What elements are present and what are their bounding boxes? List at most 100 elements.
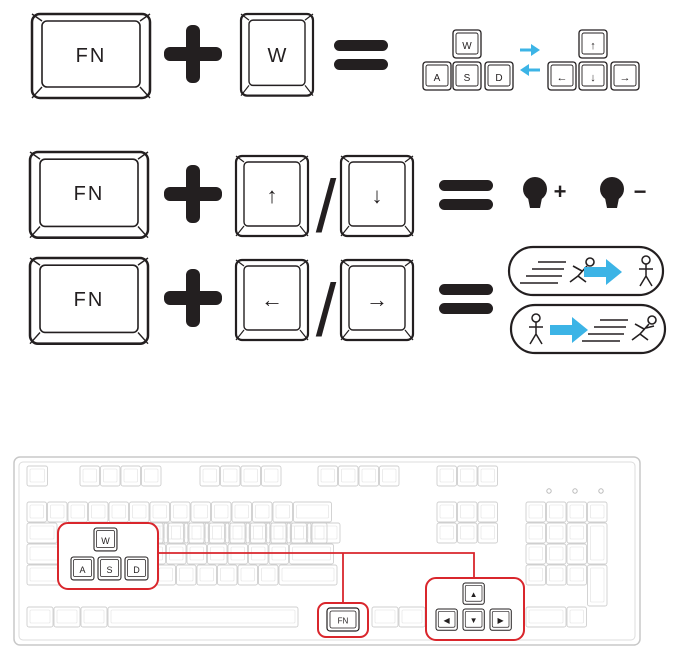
keyboard-key bbox=[371, 606, 399, 628]
keyboard-key bbox=[176, 564, 197, 586]
keyboard-key bbox=[168, 522, 189, 544]
keyboard-key-cap bbox=[480, 525, 495, 540]
keyboard-key bbox=[457, 465, 478, 487]
keyboard-key-cap bbox=[401, 609, 423, 624]
keyboard-key-cap bbox=[281, 567, 335, 582]
keyboard-key-cap bbox=[549, 546, 564, 561]
fn-key-label: FN bbox=[74, 183, 105, 205]
keyboard-key-cap bbox=[234, 504, 249, 519]
keyboard-key-cap bbox=[255, 504, 270, 519]
keyboard-key-cap bbox=[460, 525, 475, 540]
keyboard-key-cap bbox=[439, 525, 454, 540]
keyboard-key bbox=[525, 564, 546, 586]
keyboard-key-cap bbox=[382, 468, 397, 483]
left-arrow-label: ← bbox=[261, 287, 283, 312]
keyboard-key bbox=[166, 543, 187, 565]
keyboard-key-cap bbox=[132, 504, 147, 519]
keyboard-key bbox=[566, 564, 587, 586]
keyboard-indicator-leds bbox=[546, 488, 604, 494]
kb-w-key: W bbox=[101, 536, 110, 546]
keyboard-key bbox=[186, 543, 207, 565]
keyboard-key-cap bbox=[569, 567, 584, 582]
keyboard-key-cap bbox=[528, 525, 543, 540]
plus-icon bbox=[164, 165, 222, 223]
keyboard-key bbox=[270, 522, 291, 544]
keyboard-key bbox=[211, 501, 232, 523]
keyboard-key bbox=[47, 501, 68, 523]
keyboard-key bbox=[477, 522, 498, 544]
fn-key-label: FN bbox=[76, 45, 107, 67]
keyboard-key-cap bbox=[111, 504, 126, 519]
keyboard-key bbox=[188, 522, 209, 544]
keyboard-key-cap bbox=[528, 609, 564, 624]
mini-up-key: ↑ bbox=[590, 40, 596, 52]
keyboard-key bbox=[190, 501, 211, 523]
keyboard-key-cap bbox=[294, 525, 309, 540]
keyboard-key-cap bbox=[341, 468, 356, 483]
plus-icon bbox=[164, 25, 222, 83]
keyboard-key-cap bbox=[29, 609, 51, 624]
keyboard-key bbox=[436, 465, 457, 487]
keyboard-key bbox=[26, 501, 47, 523]
or-slash: / bbox=[316, 269, 337, 352]
keyboard-key-cap bbox=[549, 504, 564, 519]
keyboard-key bbox=[477, 465, 498, 487]
keyboard-key-cap bbox=[275, 504, 290, 519]
keyboard-key-cap bbox=[29, 504, 44, 519]
keyboard-key bbox=[525, 606, 567, 628]
keyboard-key-cap bbox=[320, 468, 335, 483]
keyboard-key-cap bbox=[528, 567, 543, 582]
highlight-wasd: W A S D bbox=[57, 522, 159, 590]
keyboard-key-cap bbox=[223, 468, 238, 483]
kb-s-key: S bbox=[106, 565, 112, 575]
keyboard-key bbox=[289, 543, 334, 565]
keyboard-key-cap bbox=[528, 504, 543, 519]
keyboard-key bbox=[436, 501, 457, 523]
keyboard-key bbox=[566, 501, 587, 523]
keyboard-key bbox=[272, 501, 293, 523]
keyboard-key bbox=[546, 564, 567, 586]
mini-w-key: W bbox=[462, 41, 472, 52]
keyboard-key-cap bbox=[232, 525, 247, 540]
keyboard-key bbox=[26, 465, 48, 487]
keyboard-key bbox=[53, 606, 81, 628]
keyboard-key-cap bbox=[240, 567, 255, 582]
keyboard-key bbox=[566, 543, 587, 565]
keyboard-key-cap bbox=[439, 468, 454, 483]
keyboard-key-cap bbox=[70, 504, 85, 519]
plus-icon bbox=[164, 269, 222, 327]
keyboard-key-cap bbox=[91, 504, 106, 519]
equals-icon bbox=[334, 40, 388, 70]
kb-up-key: ▲ bbox=[470, 590, 478, 599]
mini-d-key: D bbox=[495, 73, 502, 84]
kb-down-key: ▼ bbox=[470, 616, 478, 625]
keyboard-key bbox=[457, 501, 478, 523]
keyboard-key-cap bbox=[261, 567, 276, 582]
keyboard-key-cap bbox=[569, 504, 584, 519]
keyboard-key-cap bbox=[480, 468, 495, 483]
keyboard-key bbox=[525, 543, 546, 565]
keyboard-key-cap bbox=[439, 504, 454, 519]
keyboard-key bbox=[457, 522, 478, 544]
keyboard-key bbox=[379, 465, 400, 487]
keyboard-key bbox=[199, 465, 220, 487]
keyboard-key-cap bbox=[374, 609, 396, 624]
keyboard-key bbox=[231, 501, 252, 523]
swap-arrows-icon bbox=[520, 44, 540, 76]
keyboard-key-cap bbox=[212, 525, 227, 540]
fn-key-label: FN bbox=[74, 289, 105, 311]
keyboard-key bbox=[258, 564, 279, 586]
keyboard-key-cap bbox=[243, 468, 258, 483]
left-arrow-key: ← bbox=[234, 258, 310, 342]
keyboard-key-cap bbox=[253, 525, 268, 540]
keyboard-key-cap bbox=[173, 504, 188, 519]
keyboard-key-cap bbox=[152, 504, 167, 519]
keyboard-key bbox=[338, 465, 359, 487]
highlight-arrows: ▲ ◀ ▼ ▶ bbox=[425, 577, 525, 641]
keyboard-key bbox=[250, 522, 271, 544]
keyboard-key-cap bbox=[460, 468, 475, 483]
brightness-down-icon: − bbox=[600, 177, 646, 208]
mini-s-key: S bbox=[464, 73, 471, 84]
speed-down-pill bbox=[509, 303, 667, 355]
lightbulb-icon bbox=[523, 177, 547, 208]
